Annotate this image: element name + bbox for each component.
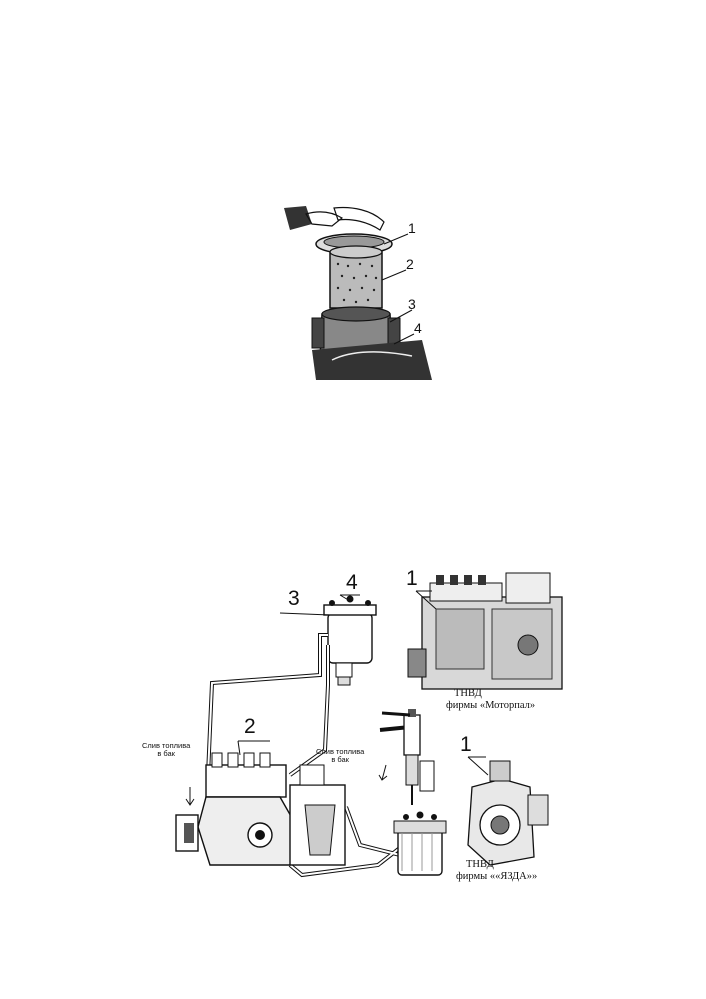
- element-cylinder: [329, 251, 383, 309]
- motorpal-pump: [407, 572, 563, 690]
- leader-1: [383, 233, 409, 245]
- leader-2: [381, 269, 407, 281]
- drain-left-line1: Слив топлива: [142, 741, 191, 750]
- callout-1: 1: [408, 220, 416, 236]
- fuel-system-diagram: 4 3 2 1 1 Слив топлива в бак Слив топлив…: [142, 565, 580, 900]
- callout-2: 2: [406, 256, 414, 272]
- drain-label-right: Слив топлива в бак: [316, 748, 364, 764]
- caption-motorpal-line2: фирмы «Моторпал»: [446, 700, 536, 711]
- drain-right-line1: Слив топлива: [316, 747, 365, 756]
- leader-lines: [237, 590, 489, 776]
- callout-filter-housing: 3: [288, 587, 300, 610]
- drain-right-line2: в бак: [331, 755, 349, 764]
- injectors: [381, 709, 435, 805]
- filter-element-drawing: [284, 206, 432, 380]
- coarse-filter: [393, 811, 447, 876]
- element-top: [329, 245, 383, 259]
- injection-pump-main: [175, 752, 346, 866]
- callout-yazda-pump: 1: [460, 733, 472, 756]
- sleeve-shape: [284, 206, 312, 230]
- caption-yazda-line2: фирмы ««ЯЗДА»»: [456, 871, 538, 882]
- callout-motorpal-pump: 1: [406, 567, 418, 590]
- base-highlight: [331, 351, 413, 361]
- callout-3: 3: [408, 296, 416, 312]
- drain-label-left: Слив топлива в бак: [142, 742, 190, 758]
- callout-filter-cap: 4: [346, 571, 358, 594]
- caption-motorpal-line1: ТНВД: [454, 688, 482, 699]
- filter-element-illustration: 1 2 3 4: [272, 200, 434, 380]
- leader-3: [389, 309, 413, 323]
- engine-base: [312, 340, 432, 380]
- fuel-system-drawing: [175, 572, 563, 878]
- element-perforation: [336, 262, 378, 304]
- housing-rim: [321, 306, 391, 322]
- callout-4: 4: [414, 320, 422, 336]
- caption-yazda-line1: ТНВД: [466, 859, 494, 870]
- hand-right: [333, 206, 385, 231]
- caption-yazda: ТНВД фирмы ««ЯЗДА»»: [456, 859, 537, 883]
- yazda-pump: [467, 760, 549, 866]
- callout-pump-sections: 2: [244, 715, 256, 738]
- leader-4: [393, 333, 415, 345]
- drain-arrows: [185, 764, 388, 806]
- caption-motorpal: ТНВД фирмы «Моторпал»: [446, 688, 535, 712]
- fine-filter: [323, 595, 377, 686]
- hand-outline: [305, 211, 344, 227]
- drain-left-line2: в бак: [157, 749, 175, 758]
- housing-bracket-left: [311, 317, 325, 349]
